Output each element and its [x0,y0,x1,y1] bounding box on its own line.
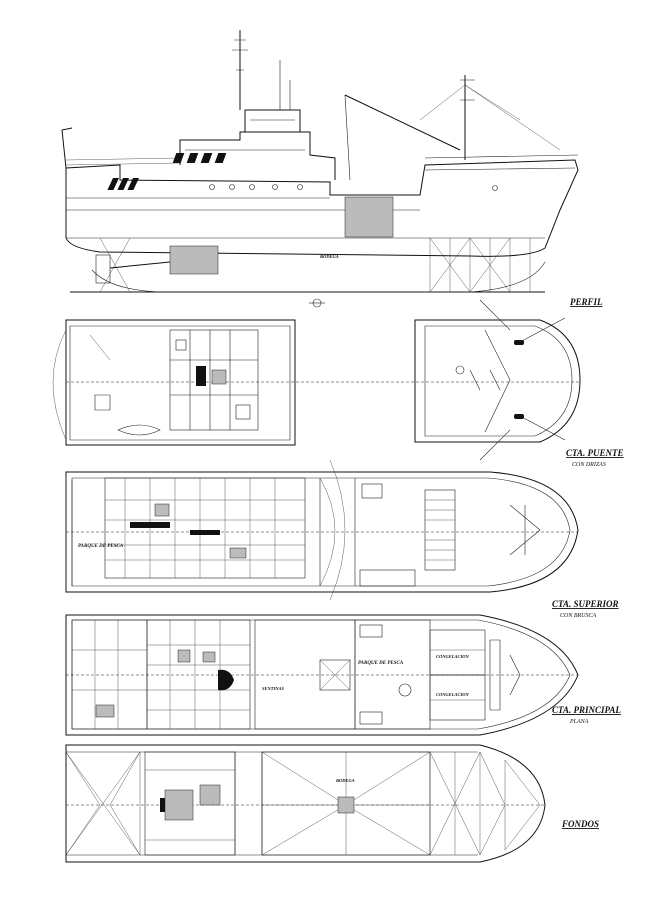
view-sublabel-cta-principal: PLANA [569,719,589,725]
profile-view [61,30,579,293]
view-sublabel-cta-puente: CON DRIZAS [572,462,606,468]
bridge-deck-view [52,299,581,461]
label-congelacion-1: CONGELACION [436,654,470,659]
view-label-cta-superior: CTA. SUPERIOR [552,599,619,609]
north-mark-icon [309,298,325,308]
label-bodega-profile: BODEGA [319,254,339,259]
upper-deck-view [65,459,579,601]
view-sublabel-cta-superior: CON BRUSCA [560,613,597,619]
label-congelacion-2: CONGELACION [436,692,470,697]
view-label-fondos: FONDOS [561,819,599,829]
bottom-view [65,744,546,863]
label-parque-pesca-superior: PARQUE DE PESCA [78,544,124,549]
label-parque-pesca-principal: PARQUE DE PESCA [358,661,404,666]
view-label-cta-puente: CTA. PUENTE [566,448,624,458]
view-label-cta-principal: CTA. PRINCIPAL [552,705,621,715]
view-label-perfil: PERFIL [570,297,603,307]
label-sentinas: SENTINAS [262,686,285,691]
main-deck-view [65,614,579,736]
label-bodega-fondos: BODEGA [335,778,355,783]
